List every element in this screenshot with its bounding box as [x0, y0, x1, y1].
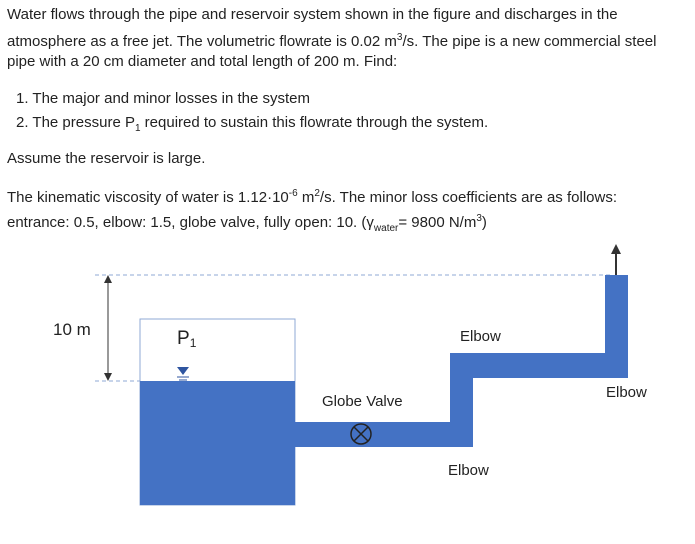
problem-line-1: Water flows through the pipe and reservo… — [7, 6, 618, 23]
globe-valve-label: Globe Valve — [322, 393, 403, 410]
pressure-label: P1 — [177, 328, 197, 350]
elbow-label-top: Elbow — [460, 328, 501, 345]
water-surface-triangle-icon — [177, 367, 189, 375]
viscosity-line: The kinematic viscosity of water is 1.12… — [7, 183, 617, 209]
coef-superscript: 3 — [476, 213, 482, 224]
globe-valve-icon — [350, 423, 372, 445]
reservoir-water — [140, 381, 295, 505]
visc-text-c: /s. The minor loss coefficients are as f… — [319, 189, 617, 206]
problem-line-2: atmosphere as a free jet. The volumetric… — [7, 27, 656, 53]
item2-subscript: 1 — [134, 123, 141, 134]
horizontal-pipe-upper — [450, 353, 628, 378]
visc-superscript-1: -6 — [288, 188, 298, 199]
height-arrow-up-icon — [104, 275, 112, 283]
visc-text-a: The kinematic viscosity of water is 1.12… — [7, 189, 289, 206]
height-label: 10 m — [53, 320, 91, 339]
problem-line-3: pipe with a 20 cm diameter and total len… — [7, 53, 398, 70]
visc-superscript-2: 2 — [314, 188, 320, 199]
horizontal-pipe-lower — [295, 422, 473, 447]
coef-text-b: = 9800 N/m — [398, 214, 477, 231]
outlet-arrow-icon — [611, 244, 621, 254]
vertical-pipe-outlet — [605, 275, 628, 378]
coef-text-c: ) — [481, 214, 487, 231]
elbow-label-right: Elbow — [606, 384, 647, 401]
visc-text-b: m — [297, 189, 315, 206]
line2-text-b: /s. The pipe is a new commercial steel — [402, 33, 657, 50]
task-item-1: 1. The major and minor losses in the sys… — [16, 90, 311, 107]
elbow-label-bottom: Elbow — [448, 462, 489, 479]
line2-text-a: atmosphere as a free jet. The volumetric… — [7, 33, 397, 50]
line2-superscript: 3 — [396, 32, 403, 43]
item2-text-b: required to sustain this flowrate throug… — [140, 114, 489, 131]
coef-text-a: entrance: 0.5, elbow: 1.5, globe valve, … — [7, 214, 374, 231]
coef-subscript: water — [373, 223, 399, 234]
height-arrow-down-icon — [104, 373, 112, 381]
assumption-line: Assume the reservoir is large. — [7, 150, 206, 167]
task-item-2: 2. The pressure P1 required to sustain t… — [16, 112, 488, 140]
coefficients-line: entrance: 0.5, elbow: 1.5, globe valve, … — [7, 208, 487, 240]
item2-text-a: 2. The pressure P — [16, 114, 135, 131]
